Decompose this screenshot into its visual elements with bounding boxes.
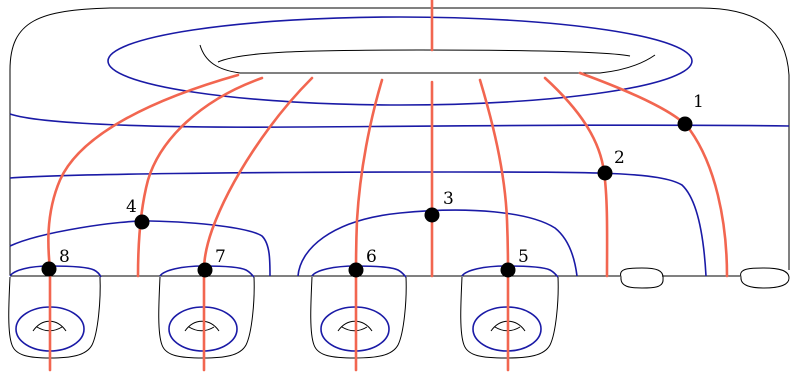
marked-points: 1 2 3 4 5 6 7 8 [41, 92, 704, 278]
blue-curve-2 [9, 171, 707, 277]
blue-neck-2 [159, 265, 255, 278]
point-label-3: 3 [443, 189, 454, 209]
red-arc-1 [578, 71, 729, 278]
red-arc-5 [478, 78, 510, 372]
bulb-4 [460, 276, 559, 359]
blue-neck-3 [311, 265, 407, 278]
red-arc-7 [202, 76, 314, 372]
red-arcs [47, 0, 729, 372]
blue-arc-left [9, 220, 271, 277]
point-label-2: 2 [614, 148, 625, 168]
red-arc-8 [47, 73, 240, 372]
red-arc-2 [543, 76, 609, 278]
blue-ellipse-around-hole [107, 16, 693, 106]
blue-neck-1 [9, 265, 102, 278]
point-label-7: 7 [215, 247, 226, 267]
point-label-8: 8 [59, 247, 70, 267]
small-handle-1 [620, 267, 664, 289]
eye-symbol [184, 320, 220, 332]
outer-boundary [9, 7, 790, 275]
point-4 [134, 214, 150, 230]
red-arc-4 [136, 76, 264, 278]
point-2 [597, 165, 613, 181]
point-label-5: 5 [518, 247, 529, 267]
bulb-1 [8, 276, 101, 359]
point-label-1: 1 [693, 92, 704, 112]
point-1 [677, 116, 693, 132]
blue-curves [9, 16, 790, 352]
point-6 [348, 262, 364, 278]
blue-arc-middle [297, 209, 578, 277]
central-hole [199, 44, 656, 74]
point-8 [41, 261, 57, 277]
point-7 [197, 262, 213, 278]
blue-neck-4 [461, 265, 559, 278]
point-3 [424, 207, 440, 223]
red-arc-6 [354, 78, 384, 372]
small-handle-2 [740, 267, 790, 289]
point-5 [500, 262, 516, 278]
blue-curve-1 [9, 113, 790, 128]
point-label-4: 4 [126, 197, 137, 217]
point-label-6: 6 [366, 247, 377, 267]
surface-outline [8, 7, 790, 359]
